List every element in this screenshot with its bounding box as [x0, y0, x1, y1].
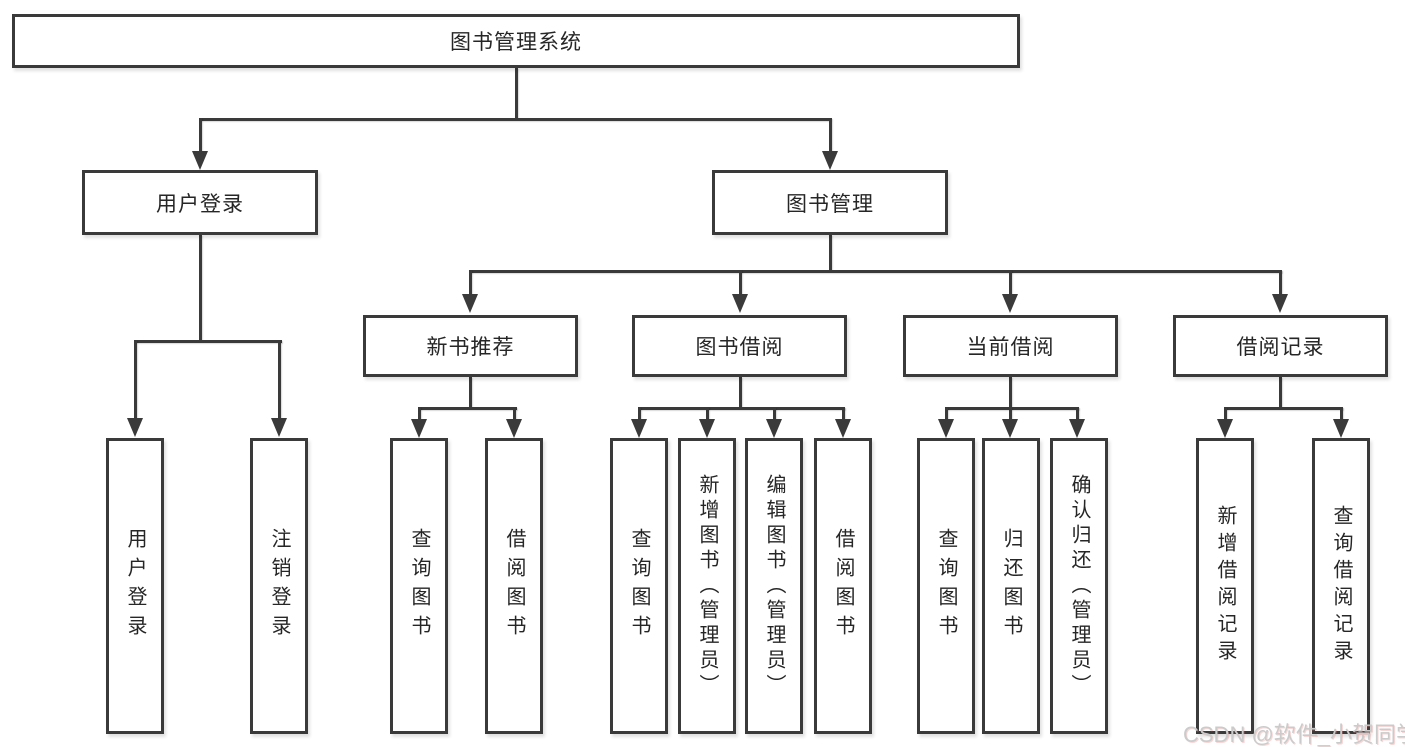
connector-stem — [706, 407, 709, 421]
leaf-borrow-books-2: 借阅图书 — [814, 438, 872, 734]
connector-root-stem-left — [199, 118, 202, 156]
connector-stem — [739, 270, 742, 296]
leaf-user-login: 用户登录 — [106, 438, 164, 734]
connector-hline — [418, 407, 517, 410]
leaf-label: 借阅图书 — [503, 528, 525, 644]
leaf-label: 归还图书 — [1000, 528, 1022, 644]
connector-stem — [1076, 407, 1079, 421]
leaf-label: 用户登录 — [124, 528, 146, 644]
arrowhead — [822, 151, 838, 170]
connector-stem — [513, 407, 516, 421]
connector-stem — [773, 407, 776, 421]
connector-stem — [638, 407, 641, 421]
connector-book-mgmt-hline — [469, 270, 1282, 273]
connector-root-hline — [199, 118, 831, 121]
leaf-label: 借阅图书 — [832, 528, 854, 644]
leaf-confirm-return-admin: 确认归还（管理员） — [1050, 438, 1108, 734]
connector-stem — [1279, 270, 1282, 296]
arrowhead — [732, 294, 748, 313]
arrowhead — [938, 419, 954, 438]
connector-user-login-hline — [134, 340, 282, 343]
connector-stem — [1224, 407, 1227, 421]
connector-stem — [469, 270, 472, 296]
connector-stem — [278, 340, 281, 420]
arrowhead — [462, 294, 478, 313]
arrowhead — [699, 419, 715, 438]
connector-root-stem-right — [829, 118, 832, 156]
leaf-label: 查询图书 — [628, 528, 650, 644]
leaf-query-books-1: 查询图书 — [390, 438, 448, 734]
watermark: CSDN @软件_小贺同学 — [1183, 722, 1405, 747]
leaf-logout: 注销登录 — [250, 438, 308, 734]
connector-stem — [134, 340, 137, 420]
connector-root-vline — [515, 68, 518, 118]
arrowhead — [1333, 419, 1349, 438]
arrowhead — [835, 419, 851, 438]
node-new-book-rec: 新书推荐 — [363, 315, 578, 377]
connector-stem — [842, 407, 845, 421]
arrowhead — [1069, 419, 1085, 438]
arrowhead — [411, 419, 427, 438]
leaf-label: 新增图书（管理员） — [696, 473, 718, 699]
connector-hline — [638, 407, 845, 410]
arrowhead — [766, 419, 782, 438]
leaf-label: 查询图书 — [408, 528, 430, 644]
node-root-label: 图书管理系统 — [450, 31, 582, 54]
arrowhead — [1002, 294, 1018, 313]
node-user-login-label: 用户登录 — [156, 192, 244, 216]
node-borrow-records: 借阅记录 — [1173, 315, 1388, 377]
arrowhead — [1002, 419, 1018, 438]
connector-user-login-vline — [199, 235, 202, 340]
leaf-label: 新增借阅记录 — [1214, 505, 1236, 667]
connector-stem — [1340, 407, 1343, 421]
connector-vline — [1009, 377, 1012, 407]
leaf-edit-books-admin: 编辑图书（管理员） — [745, 438, 803, 734]
node-book-mgmt-label: 图书管理 — [786, 192, 874, 216]
connector-stem — [945, 407, 948, 421]
connector-stem — [1009, 407, 1012, 421]
leaf-label: 编辑图书（管理员） — [763, 473, 785, 699]
connector-vline — [1279, 377, 1282, 407]
node-book-mgmt: 图书管理 — [712, 170, 948, 235]
node-current-borrow-label: 当前借阅 — [966, 336, 1055, 359]
node-book-borrow-label: 图书借阅 — [695, 336, 784, 359]
connector-stem — [418, 407, 421, 421]
node-borrow-records-label: 借阅记录 — [1236, 336, 1325, 359]
leaf-add-books-admin: 新增图书（管理员） — [678, 438, 736, 734]
node-root: 图书管理系统 — [12, 14, 1020, 68]
arrowhead — [271, 418, 287, 437]
arrowhead — [631, 419, 647, 438]
connector-book-mgmt-vline — [829, 235, 832, 270]
leaf-add-borrow-record: 新增借阅记录 — [1196, 438, 1254, 734]
connector-hline — [1224, 407, 1343, 410]
arrowhead — [127, 418, 143, 437]
leaf-label: 查询图书 — [935, 528, 957, 644]
leaf-query-books-2: 查询图书 — [610, 438, 668, 734]
node-current-borrow: 当前借阅 — [903, 315, 1118, 377]
leaf-query-books-3: 查询图书 — [917, 438, 975, 734]
arrowhead — [1217, 419, 1233, 438]
arrowhead — [192, 151, 208, 170]
leaf-label: 查询借阅记录 — [1330, 505, 1352, 667]
node-book-borrow: 图书借阅 — [632, 315, 847, 377]
leaf-borrow-books-1: 借阅图书 — [485, 438, 543, 734]
leaf-label: 注销登录 — [268, 528, 290, 644]
leaf-label: 确认归还（管理员） — [1068, 473, 1090, 699]
connector-vline — [739, 377, 742, 407]
connector-stem — [1009, 270, 1012, 296]
node-new-book-rec-label: 新书推荐 — [426, 336, 515, 359]
leaf-return-books: 归还图书 — [982, 438, 1040, 734]
arrowhead — [506, 419, 522, 438]
connector-vline — [469, 377, 472, 407]
connector-hline — [945, 407, 1079, 410]
node-user-login: 用户登录 — [82, 170, 318, 235]
arrowhead — [1272, 294, 1288, 313]
leaf-query-borrow-record: 查询借阅记录 — [1312, 438, 1370, 734]
